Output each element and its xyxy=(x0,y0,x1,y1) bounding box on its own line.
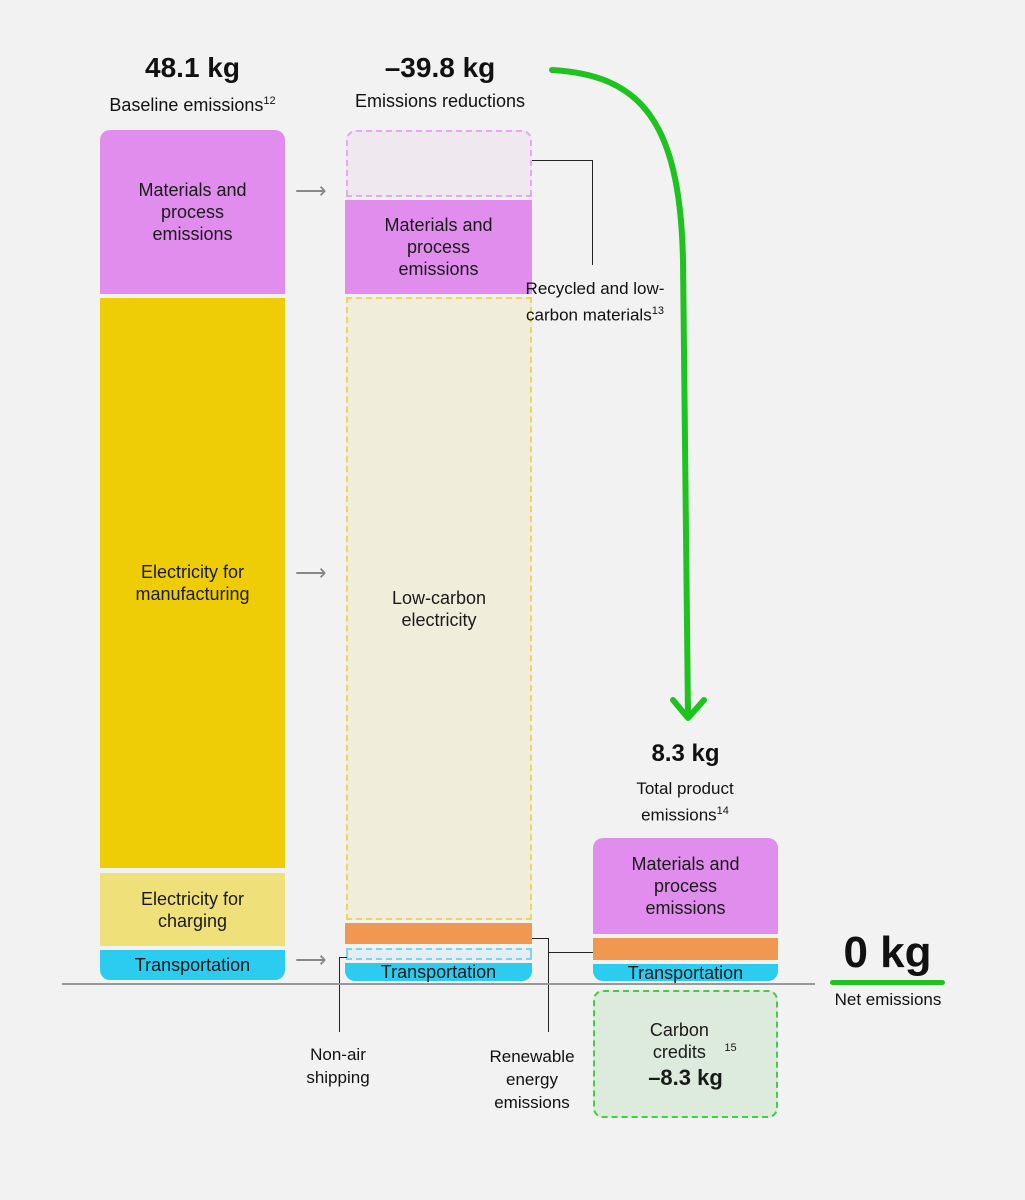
connector-line xyxy=(532,938,548,939)
footnote: 13 xyxy=(651,305,664,317)
footnote: 14 xyxy=(716,805,729,817)
footnote: 12 xyxy=(263,95,276,107)
label-text: Carbon credits xyxy=(649,1020,709,1062)
net-value: 0 kg xyxy=(843,928,932,977)
non-air-shipping-label: Non-air shipping xyxy=(306,1045,370,1087)
carbon-credits-label: Carbon credits 15 xyxy=(634,1019,737,1063)
bar-materials-remaining: Materials and process emissions xyxy=(345,200,532,294)
connector-line xyxy=(532,160,592,161)
carbon-credits-value: –8.3 kg xyxy=(648,1065,723,1090)
bar-label: Materials and process emissions xyxy=(138,180,247,244)
total-product-caption: Total product emissions14 xyxy=(605,777,765,827)
bar-transportation: Transportation xyxy=(100,950,285,980)
arrow-right-icon: ⟶ xyxy=(295,178,327,203)
bar-low-carbon-electricity: Low-carbon electricity xyxy=(346,297,532,920)
bar-renewable-energy xyxy=(345,923,532,944)
renewable-energy-label: Renewable energy emissions xyxy=(489,1047,575,1112)
bar-label: Electricity for charging xyxy=(140,888,245,931)
bar-transportation-remaining: Transportation xyxy=(345,962,532,982)
label-text: Recycled and low-carbon materials xyxy=(525,279,665,325)
bar-label: Transportation xyxy=(627,962,744,983)
bar-non-air-shipping xyxy=(346,948,532,960)
bar-label: Materials and process emissions xyxy=(631,854,740,918)
bar-label: Transportation xyxy=(134,955,251,975)
connector-line xyxy=(548,952,593,953)
bar-label: Electricity for manufacturing xyxy=(135,562,250,604)
baseline-total: 48.1 kg xyxy=(145,52,240,83)
zero-axis-line xyxy=(62,983,815,985)
bar-materials-total: Materials and process emissions xyxy=(593,838,778,934)
net-underline xyxy=(830,980,945,985)
reductions-total: –39.8 kg xyxy=(384,52,496,83)
total-product-value: 8.3 kg xyxy=(651,740,720,767)
connector-line xyxy=(548,938,549,1032)
reductions-caption: Emissions reductions xyxy=(354,91,526,111)
arrow-right-icon: ⟶ xyxy=(295,560,327,585)
bar-label: Low-carbon electricity xyxy=(391,587,487,630)
bar-label: Transportation xyxy=(380,962,497,982)
connector-line xyxy=(339,957,340,1032)
carbon-credits-box: Carbon credits 15 –8.3 kg xyxy=(593,990,778,1118)
bar-recycled-reduction xyxy=(346,130,532,197)
bar-renewable-total xyxy=(593,938,778,960)
net-caption: Net emissions xyxy=(834,990,942,1009)
bar-transportation-total: Transportation xyxy=(593,962,778,983)
caption-text: Baseline emissions xyxy=(109,95,264,115)
bar-label: Materials and process emissions xyxy=(384,215,493,279)
bar-materials: Materials and process emissions xyxy=(100,130,285,294)
bar-electricity-manufacturing: Electricity for manufacturing xyxy=(100,298,285,868)
footnote: 15 xyxy=(724,1042,737,1054)
connector-line xyxy=(339,957,347,958)
caption-text: Total product emissions xyxy=(636,779,734,825)
recycled-label: Recycled and low-carbon materials13 xyxy=(525,277,665,327)
baseline-caption: Baseline emissions12 xyxy=(80,90,305,117)
bar-electricity-charging: Electricity for charging xyxy=(100,873,285,946)
connector-line xyxy=(592,160,593,265)
arrow-right-icon: ⟶ xyxy=(295,947,327,972)
